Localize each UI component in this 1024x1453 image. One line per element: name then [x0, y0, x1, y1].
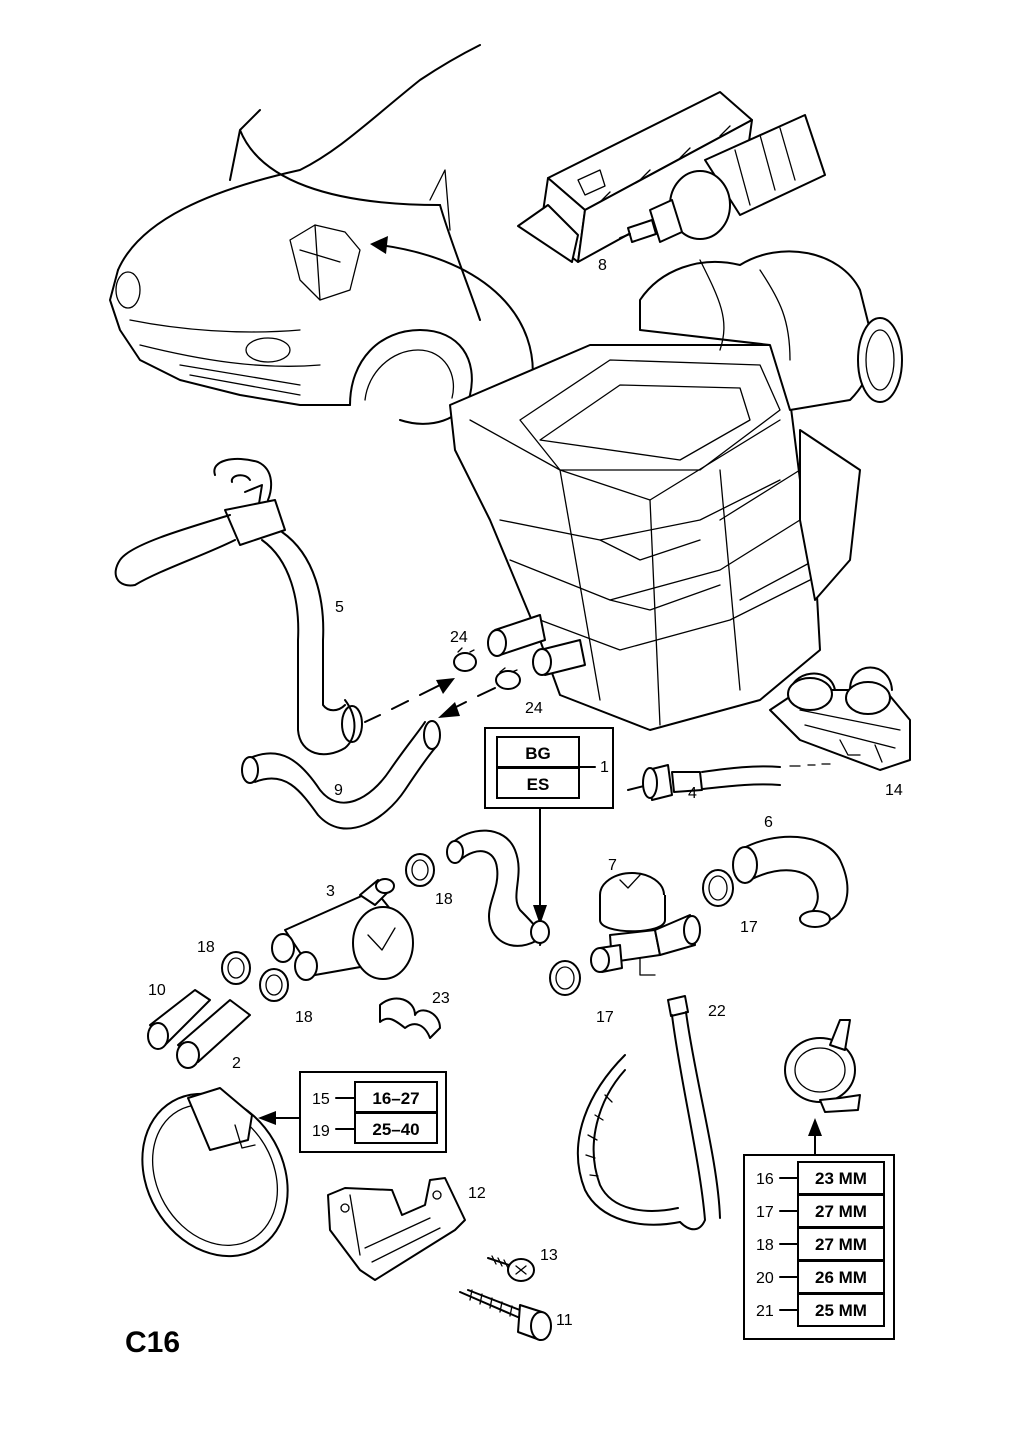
hose-6 [732, 835, 849, 928]
size-value-17: 27 MM [815, 1202, 867, 1221]
callout-7: 7 [608, 857, 617, 874]
size-item-18: 18 [756, 1237, 774, 1254]
range-value-15: 16–27 [372, 1089, 419, 1108]
callout-17-second: 17 [596, 1009, 614, 1026]
t-connector-3 [271, 878, 414, 981]
screw-13 [487, 1255, 535, 1282]
callout-5: 5 [335, 599, 344, 616]
size-cell-4 [797, 1260, 885, 1294]
hose-clamp-18 [221, 853, 435, 1002]
hose-bracket-14 [769, 666, 911, 771]
callout-6: 6 [764, 814, 773, 831]
mounting-bracket-12 [327, 1177, 466, 1281]
callout-1: 1 [600, 759, 609, 776]
variant-code-bg: BG [525, 744, 551, 763]
callout-9: 9 [334, 782, 343, 799]
callout-10: 10 [148, 982, 166, 999]
callout-11: 11 [556, 1312, 573, 1329]
flow-arrows [364, 678, 496, 723]
callout-24-second: 24 [525, 700, 543, 717]
callout-4: 4 [688, 785, 697, 802]
clamp-size-table: 16 17 18 20 21 23 MM 27 MM 27 MM 26 MM 2… [743, 1154, 895, 1340]
connecting-hose [446, 829, 550, 947]
callout-18-third: 18 [295, 1009, 313, 1026]
hose-pieces-10-2 [147, 989, 251, 1069]
range-item-15: 15 [312, 1091, 330, 1108]
callout-17: 17 [740, 919, 758, 936]
variant-box: BG ES [484, 727, 614, 925]
callout-18-second: 18 [197, 939, 215, 956]
size-value-18: 27 MM [815, 1235, 867, 1254]
page-code: C16 [125, 1326, 180, 1359]
size-item-21: 21 [756, 1303, 774, 1320]
callout-8: 8 [598, 257, 607, 274]
size-cell-1 [797, 1161, 885, 1195]
callout-13: 13 [540, 1247, 558, 1264]
size-cell-3 [797, 1227, 885, 1261]
callout-2: 2 [232, 1055, 241, 1072]
size-value-21: 25 MM [815, 1301, 867, 1320]
size-item-17: 17 [756, 1204, 774, 1221]
heater-hose-9 [241, 720, 441, 830]
variant-code-es: ES [527, 775, 550, 794]
clip-23 [379, 997, 441, 1039]
hose-clamp-24 [453, 647, 521, 690]
size-value-20: 26 MM [815, 1268, 867, 1287]
callouts: 8 5 24 24 1 4 14 9 6 7 3 18 17 18 10 23 … [148, 257, 903, 1329]
spring-clamp-illustration [784, 1019, 861, 1171]
callout-14: 14 [885, 782, 903, 799]
heater-housing-assembly [449, 250, 903, 731]
callout-3: 3 [326, 883, 335, 900]
cable-tie-22 [576, 995, 721, 1231]
sealant-tube-and-box [517, 91, 826, 263]
callout-24: 24 [450, 629, 468, 646]
heater-hose-5 [114, 457, 363, 756]
size-item-20: 20 [756, 1270, 774, 1287]
callout-18: 18 [435, 891, 453, 908]
screw-11 [459, 1289, 552, 1341]
range-value-19: 25–40 [372, 1120, 419, 1139]
callout-22: 22 [708, 1003, 726, 1020]
hose-clamp-17 [549, 869, 734, 996]
temperature-sensor-4 [627, 763, 831, 801]
range-item-19: 19 [312, 1123, 330, 1140]
variant-cell-bg [496, 736, 580, 768]
vehicle-locator-illustration [109, 44, 534, 425]
size-item-16: 16 [756, 1171, 774, 1188]
clamp-range-table: 15 19 16–27 25–40 [299, 1071, 447, 1153]
water-valve-7 [590, 872, 701, 976]
callout-23: 23 [432, 990, 450, 1007]
size-value-16: 23 MM [815, 1169, 867, 1188]
callout-12: 12 [468, 1185, 486, 1202]
variant-cell-es [496, 767, 580, 799]
worm-drive-clamp [141, 1087, 301, 1258]
